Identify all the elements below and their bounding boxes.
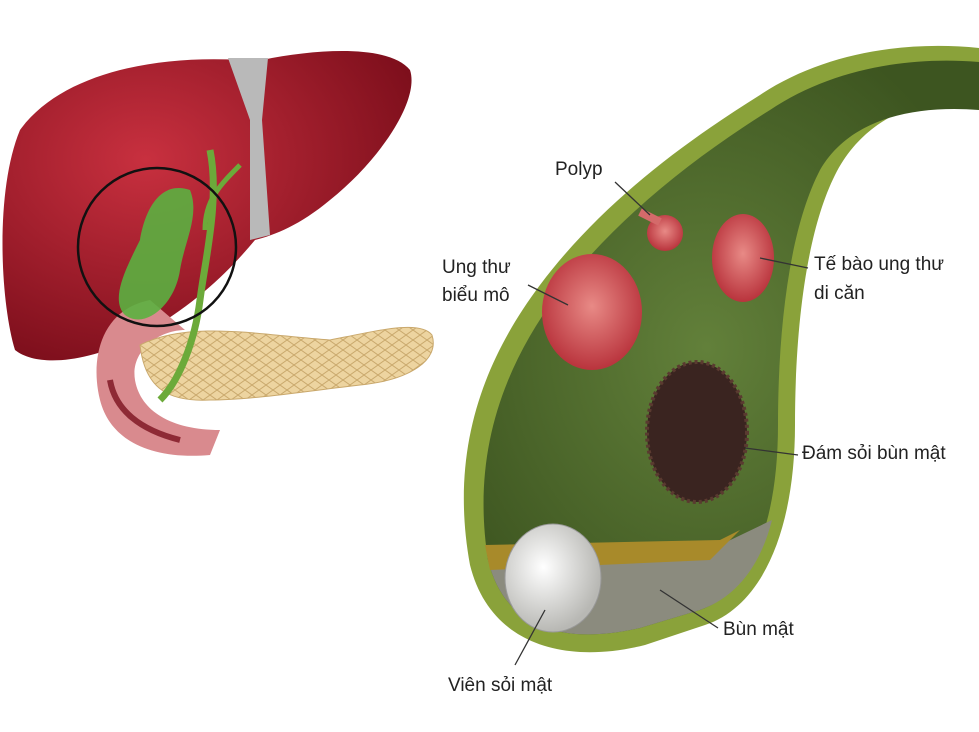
leader-lines <box>514 181 809 666</box>
label-sludge: Bùn mật <box>723 619 794 640</box>
gallstone <box>504 523 602 633</box>
label-gallstone: Viên sỏi mật <box>448 675 553 696</box>
highlight-circle <box>76 166 238 328</box>
metastatic-tumor <box>712 214 774 302</box>
label-metastatic-1: Tế bào ung thư <box>814 254 944 275</box>
label-carcinoma-2: biểu mô <box>442 285 510 306</box>
duodenum <box>96 300 220 456</box>
label-metastatic-2: di căn <box>814 283 865 304</box>
pancreas <box>139 326 434 401</box>
sludge-ball <box>645 360 749 504</box>
label-polyp: Polyp <box>555 159 603 180</box>
label-sludge-ball: Đám sỏi bùn mật <box>802 443 946 464</box>
label-carcinoma-1: Ung thư <box>442 257 511 278</box>
carcinoma-tumor <box>542 254 642 370</box>
